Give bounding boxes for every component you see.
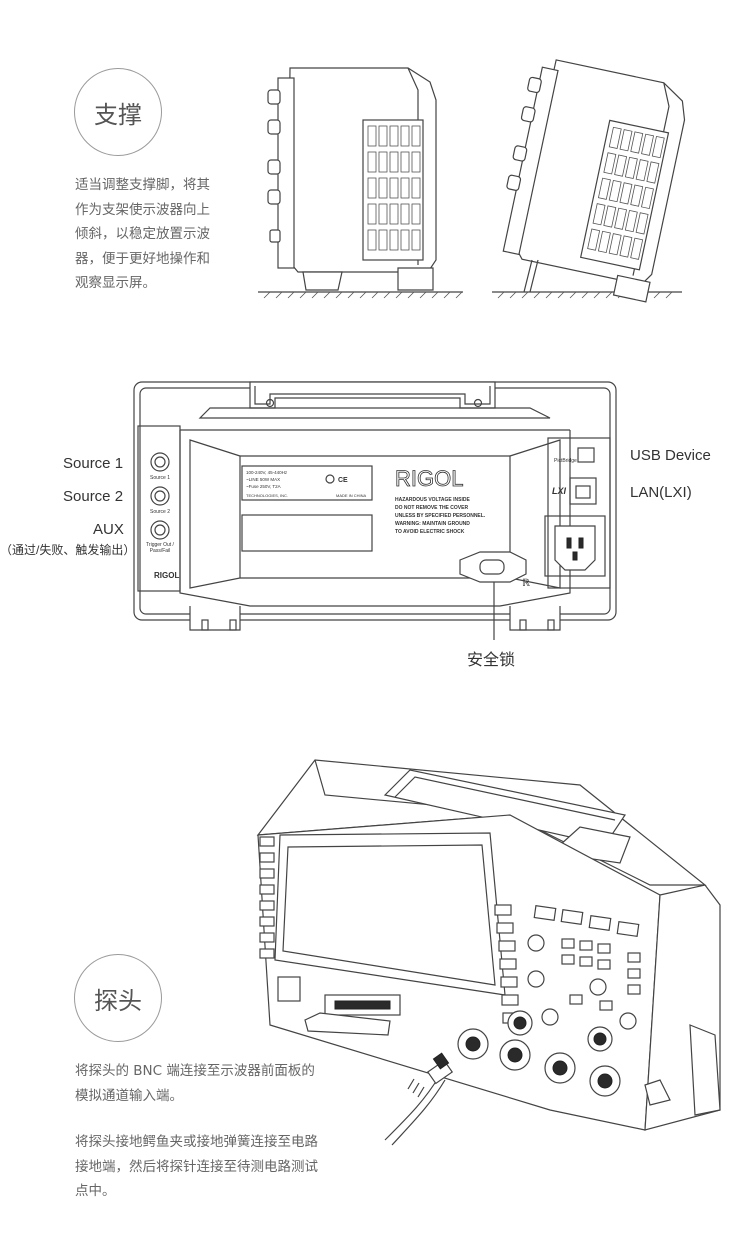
probe-para2-line-1: 将探头接地鳄鱼夹或接地弹簧连接至电路 bbox=[75, 1134, 318, 1150]
warning-line-1: HAZARDOUS VOLTAGE INSIDE bbox=[395, 497, 470, 503]
panel-brand-small: RIGOL bbox=[154, 571, 179, 580]
warning-line-3: UNLESS BY SPECIFIED PERSONNEL. bbox=[395, 513, 486, 519]
rear-panel-drawing: Source 1 Source 2 Trigger Out / Pass/Fai… bbox=[133, 381, 617, 640]
stand-line-3: 倾斜，以稳定放置示波 bbox=[75, 226, 210, 242]
oscilloscope-side-view-tilted bbox=[492, 59, 686, 303]
usb-port-label: PictBridge bbox=[554, 458, 577, 464]
panel-brand: RIGOL bbox=[395, 466, 463, 491]
label-usb-device: USB Device bbox=[630, 447, 711, 464]
spec-line-1: 100-240V, 45-440Hz bbox=[246, 470, 288, 475]
lock-symbol: ℝ bbox=[522, 578, 530, 589]
label-aux-description: （通过/失败、触发输出） bbox=[0, 543, 136, 557]
label-security-lock: 安全锁 bbox=[467, 652, 516, 669]
probe-para2-line-2: 接地端，然后将探针连接至待测电路测试 bbox=[75, 1158, 318, 1175]
warning-line-2: DO NOT REMOVE THE COVER bbox=[395, 505, 468, 511]
probe-title-circle: 探头 bbox=[74, 954, 162, 1042]
warning-line-4: WARNING: MAINTAIN GROUND bbox=[395, 521, 470, 527]
bnc-label-trigger: Trigger Out / bbox=[146, 542, 174, 548]
stand-line-5: 观察显示屏。 bbox=[75, 275, 156, 291]
stand-title: 支撑 bbox=[94, 100, 142, 129]
stand-description: 适当调整支撑脚，将其 作为支架使示波器向上 倾斜，以稳定放置示波 器，便于更好地… bbox=[75, 173, 225, 296]
bnc-label-source2: Source 2 bbox=[150, 509, 170, 515]
probe-para1-line-1: 将探头的 BNC 端连接至示波器前面板的 bbox=[75, 1063, 315, 1079]
oscilloscope-front-perspective bbox=[256, 759, 721, 1146]
probe-paragraph-1: 将探头的 BNC 端连接至示波器前面板的 模拟通道输入端。 bbox=[75, 1059, 365, 1108]
stand-title-circle: 支撑 bbox=[74, 68, 162, 156]
bnc-label-passfail: Pass/Fail bbox=[150, 548, 171, 554]
label-source1: Source 1 bbox=[63, 455, 124, 472]
label-aux: AUX bbox=[93, 521, 124, 538]
stand-line-2: 作为支架使示波器向上 bbox=[75, 201, 210, 218]
stand-line-1: 适当调整支撑脚，将其 bbox=[75, 177, 210, 193]
ce-mark: CE bbox=[338, 477, 348, 484]
warning-line-5: TO AVOID ELECTRIC SHOCK bbox=[395, 529, 465, 535]
probe-para2-line-3: 点中。 bbox=[75, 1183, 116, 1199]
label-lan-lxi: LAN(LXI) bbox=[630, 484, 692, 501]
spec-made-in: MADE IN CHINA bbox=[336, 493, 367, 498]
bnc-label-source1: Source 1 bbox=[150, 475, 170, 481]
probe-paragraph-2: 将探头接地鳄鱼夹或接地弹簧连接至电路 接地端，然后将探针连接至待测电路测试 点中… bbox=[75, 1130, 365, 1204]
spec-company: TECHNOLOGIES, INC. bbox=[246, 493, 288, 498]
spec-line-2: ~LINE 50W MAX bbox=[246, 477, 280, 482]
stand-line-4: 器，便于更好地操作和 bbox=[75, 250, 210, 267]
probe-title: 探头 bbox=[94, 986, 142, 1015]
label-source2: Source 2 bbox=[63, 488, 124, 505]
probe-para1-line-2: 模拟通道输入端。 bbox=[75, 1087, 183, 1104]
spec-line-3: ~Fuse 250V, T2A bbox=[246, 484, 281, 489]
oscilloscope-side-view-upright bbox=[258, 67, 463, 299]
lxi-logo: LXI bbox=[552, 486, 567, 496]
